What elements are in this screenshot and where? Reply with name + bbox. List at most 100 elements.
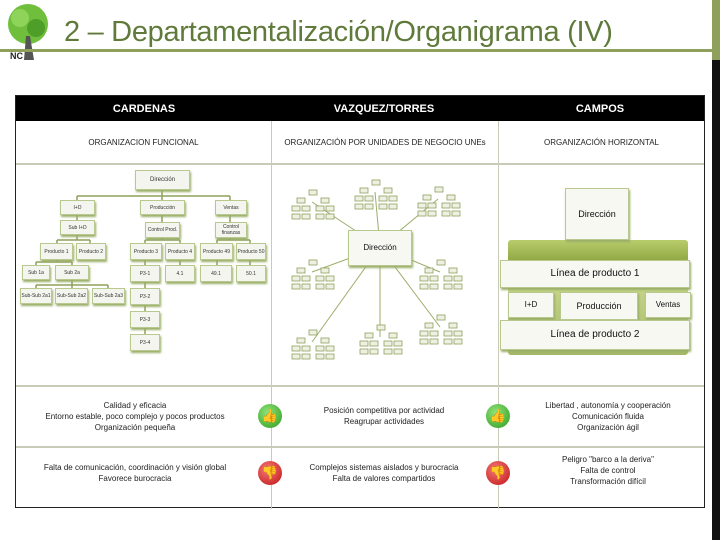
comparison-table: CARDENAS VAZQUEZ/TORRES CAMPOS ORGANIZAC…: [15, 95, 705, 509]
unit-box: [301, 205, 311, 212]
unit-box: [364, 332, 374, 339]
unit-box: [371, 179, 381, 186]
pro-item: Reagrupar actividades: [343, 417, 425, 426]
column-divider: [271, 121, 272, 509]
unit-box: [429, 330, 439, 337]
thumbs-down-icon: 👎: [486, 461, 510, 485]
unit-box: [308, 329, 318, 336]
unit-box: [369, 348, 379, 355]
cardenas-box-p32: P3-2: [130, 288, 160, 305]
unit-box: [291, 353, 301, 360]
unit-box: [359, 187, 369, 194]
row-divider: [16, 385, 704, 387]
unit-box: [383, 340, 393, 347]
row-divider: [16, 446, 704, 448]
unit-box: [393, 340, 403, 347]
vazquez-direccion-box: Dirección: [348, 230, 412, 266]
unit-box: [301, 283, 311, 290]
unit-box: [315, 345, 325, 352]
business-unit-cluster: [359, 324, 403, 355]
cardenas-box-a501: 50.1: [236, 265, 266, 282]
business-unit-cluster: [419, 259, 463, 290]
unit-box: [441, 210, 451, 217]
unit-box: [443, 283, 453, 290]
unit-box: [320, 267, 330, 274]
unit-box: [388, 195, 398, 202]
business-unit-cluster: [419, 314, 463, 345]
cons-vazquez: Complejos sistemas aislados y burocracia…: [284, 448, 484, 498]
cardenas-box-sub_id: Sub I+D: [60, 220, 95, 235]
unit-box: [378, 195, 388, 202]
unit-box: [453, 283, 463, 290]
campos-id-box: I+D: [508, 292, 554, 318]
unit-box: [296, 267, 306, 274]
pro-item: Calidad y eficacia: [103, 400, 167, 410]
unit-box: [419, 275, 429, 282]
edge-bar: [712, 0, 720, 60]
unit-box: [308, 259, 318, 266]
unit-box: [388, 203, 398, 210]
cardenas-box-p1: Producto 1: [40, 243, 73, 260]
unit-box: [291, 213, 301, 220]
unit-box: [429, 338, 439, 345]
unit-box: [453, 338, 463, 345]
unit-box: [315, 213, 325, 220]
unit-box: [315, 283, 325, 290]
cardenas-box-p49: Producto 49: [200, 243, 233, 260]
vazquez-org-chart: [291, 179, 463, 360]
unit-box: [451, 202, 461, 209]
unit-box: [315, 353, 325, 360]
cardenas-box-p3: Producto 3: [130, 243, 162, 260]
cardenas-box-sub2a: Sub 2a: [55, 265, 89, 280]
unit-box: [436, 259, 446, 266]
unit-box: [448, 322, 458, 329]
cardenas-box-ventas: Ventas: [215, 200, 247, 215]
pro-item: Posición competitiva por actividad: [323, 406, 445, 415]
business-unit-cluster: [291, 259, 335, 290]
unit-box: [419, 283, 429, 290]
con-item: Favorece burocracia: [98, 474, 172, 483]
cardenas-box-a491: 49.1: [200, 265, 232, 282]
con-item: Falta de comunicación, coordinación y vi…: [43, 463, 227, 472]
type-campos: ORGANIZACIÓN HORIZONTAL: [544, 137, 659, 147]
unit-box: [359, 340, 369, 347]
unit-box: [320, 197, 330, 204]
unit-box: [369, 340, 379, 347]
unit-box: [325, 345, 335, 352]
unit-box: [429, 283, 439, 290]
unit-box: [325, 205, 335, 212]
unit-box: [436, 314, 446, 321]
pro-item: Libertad , autonomía y cooperación: [545, 400, 671, 410]
con-item: Peligro "barco a la deriva": [562, 454, 654, 464]
unit-box: [427, 210, 437, 217]
cardenas-box-ss2: Sub-Sub 2a2: [55, 288, 88, 304]
thumbs-up-icon: 👍: [258, 404, 282, 428]
unit-box: [424, 267, 434, 274]
unit-box: [364, 203, 374, 210]
unit-box: [424, 322, 434, 329]
campos-linea-1-box: Línea de producto 1: [500, 260, 690, 288]
unit-box: [325, 283, 335, 290]
cardenas-box-control_finanzas: Control finanzas: [215, 222, 247, 238]
cardenas-box-direccion: Dirección: [135, 170, 190, 190]
row-divider: [16, 163, 704, 165]
unit-box: [359, 348, 369, 355]
slide-title: 2 – Departamentalización/Organigrama (IV…: [64, 16, 613, 48]
unit-box: [354, 195, 364, 202]
cardenas-box-p50: Producto 50: [236, 243, 266, 260]
pro-item: Organización ágil: [577, 422, 639, 432]
header-cardenas: CARDENAS: [16, 96, 272, 121]
con-item: Complejos sistemas aislados y burocracia: [309, 463, 459, 472]
pro-item: Comunicación fluida: [571, 411, 645, 421]
campos-green-band: [508, 240, 688, 262]
business-unit-cluster: [291, 189, 335, 220]
unit-box: [296, 337, 306, 344]
edge-bar-dark: [712, 60, 720, 540]
campos-direccion-box: Dirección: [565, 188, 629, 240]
unit-box: [325, 275, 335, 282]
column-divider: [498, 121, 499, 509]
unit-box: [429, 275, 439, 282]
unit-box: [419, 330, 429, 337]
unit-box: [419, 338, 429, 345]
